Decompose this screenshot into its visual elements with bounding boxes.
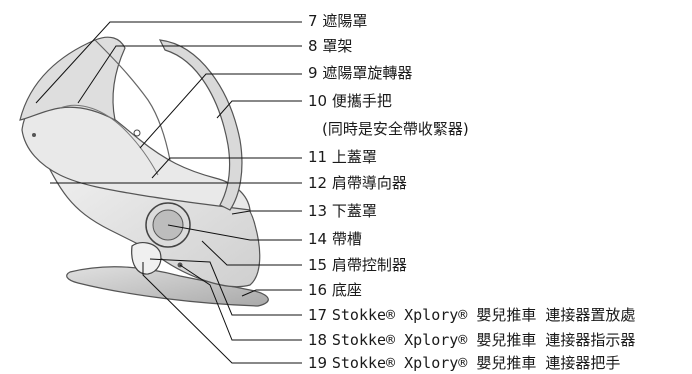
- callout-12: 12 肩帶導向器: [308, 174, 407, 192]
- callout-10: 10 便攜手把: [308, 92, 392, 110]
- upper-shell: [21, 93, 251, 211]
- callout-9: 9 遮陽罩旋轉器: [308, 64, 413, 82]
- carry-handle: [158, 39, 243, 211]
- callout-14: 14 帶槽: [308, 230, 362, 248]
- callout-11: 11 上蓋罩: [308, 148, 377, 166]
- callout-16: 16 底座: [308, 281, 362, 299]
- callout-17: 17 Stokke® Xplory® 嬰兒推車 連接器置放處: [308, 306, 636, 324]
- callout-18: 18 Stokke® Xplory® 嬰兒推車 連接器指示器: [308, 331, 636, 349]
- canopy-part: [19, 36, 126, 122]
- callout-19: 19 Stokke® Xplory® 嬰兒推車 連接器把手: [308, 354, 621, 372]
- canopy-frame: [94, 39, 171, 161]
- callout-8: 8 罩架: [308, 37, 353, 55]
- leader-lines: [35, 21, 302, 364]
- callout-10-note: (同時是安全帶收緊器): [322, 120, 469, 138]
- callout-15: 15 肩帶控制器: [308, 256, 407, 274]
- connector-handle: [131, 242, 162, 275]
- callout-7: 7 遮陽罩: [308, 12, 368, 30]
- callout-13: 13 下蓋罩: [308, 202, 377, 220]
